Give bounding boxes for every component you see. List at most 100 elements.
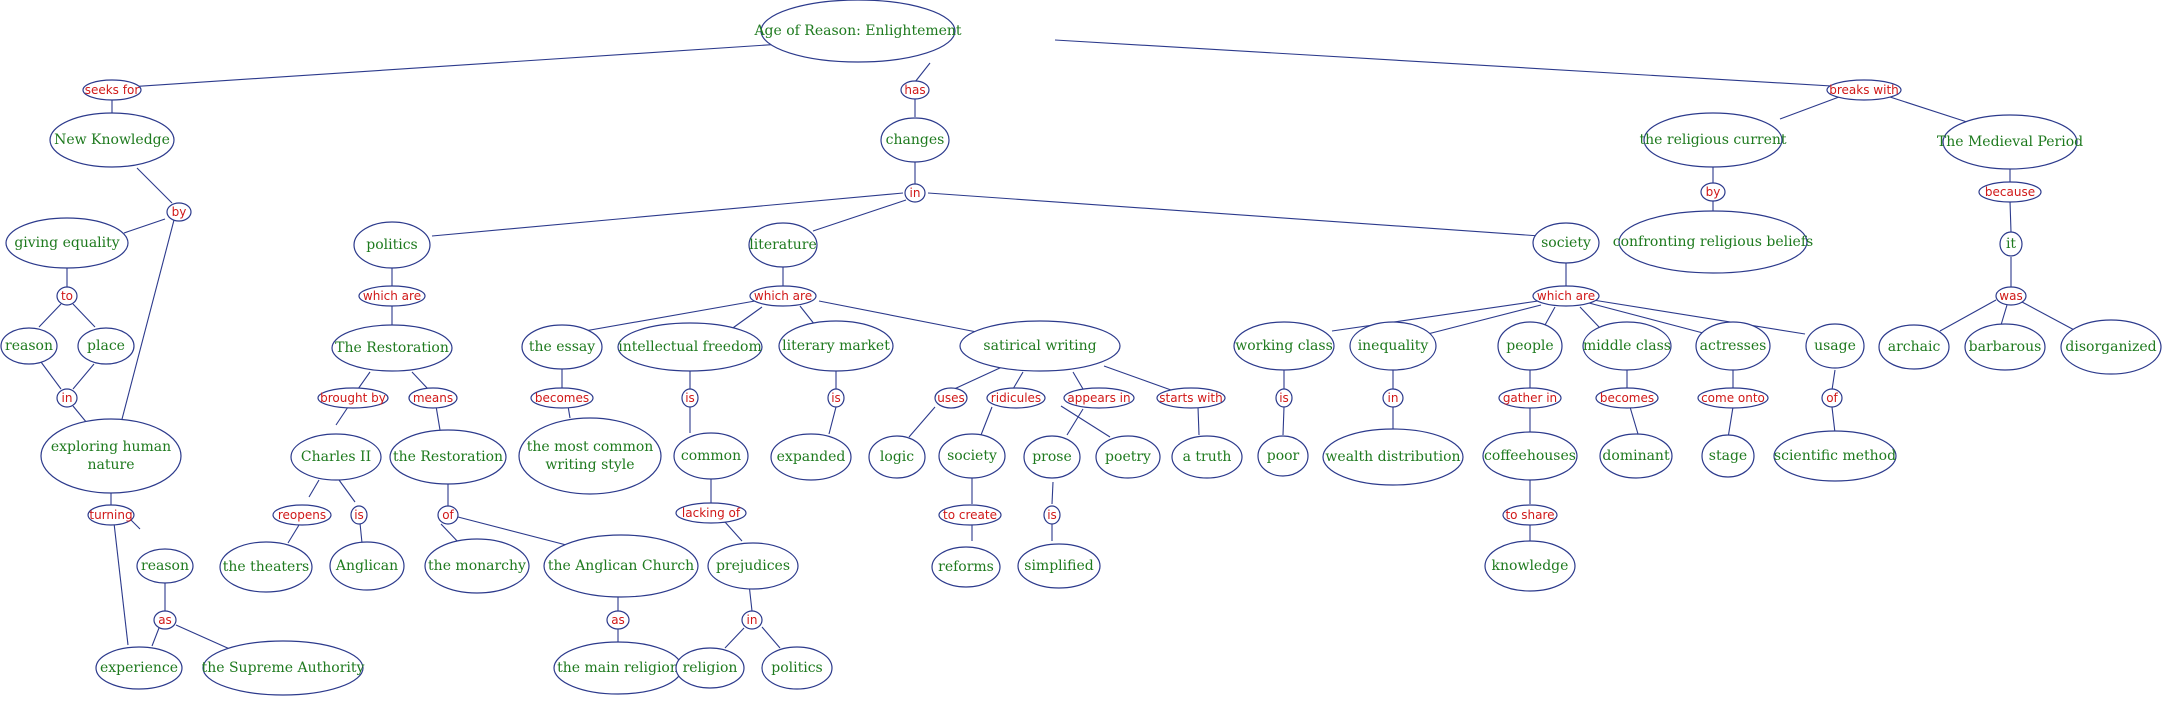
link-label-is-1: is <box>350 505 368 525</box>
edge <box>357 371 371 390</box>
concept-ellipse <box>219 541 313 593</box>
link-text: in <box>910 186 921 200</box>
link-ellipse <box>827 388 845 408</box>
concept-node-the-essay: the essay <box>521 324 603 370</box>
concept-ellipse <box>329 541 405 591</box>
link-text: because <box>1985 185 2035 199</box>
concept-text: actresses <box>1700 338 1767 354</box>
concept-text: prejudices <box>716 558 790 574</box>
link-label-to-create: to create <box>938 504 1002 526</box>
link-text: come onto <box>1701 391 1765 405</box>
concept-ellipse <box>95 646 183 690</box>
link-label-starts-with: starts with <box>1156 387 1226 409</box>
concept-text: satirical writing <box>983 338 1096 354</box>
concept-text: Charles II <box>301 449 371 465</box>
concept-text: writing style <box>545 457 634 473</box>
concept-text: barbarous <box>1969 339 2042 355</box>
concept-ellipse <box>770 433 852 481</box>
edge <box>435 405 441 431</box>
link-label-becomes-2: becomes <box>1595 387 1659 409</box>
link-label-is-4: is <box>1043 505 1061 525</box>
concept-node-common: common <box>673 432 749 480</box>
link-text: means <box>413 391 453 405</box>
concept-node-main-religion: the main religion <box>553 641 683 695</box>
concept-ellipse <box>617 322 763 372</box>
edge <box>111 38 859 89</box>
concept-node-the-monarchy: the monarchy <box>424 538 530 594</box>
concept-ellipse <box>1805 323 1865 369</box>
concept-ellipse <box>959 320 1121 372</box>
link-ellipse <box>1978 181 2042 203</box>
edge <box>136 167 173 204</box>
concept-ellipse <box>77 327 135 365</box>
link-label-has: has <box>900 80 930 100</box>
concept-node-supreme-authority: the Supreme Authority <box>202 640 365 696</box>
concept-ellipse <box>521 324 603 370</box>
concept-ellipse <box>673 432 749 480</box>
concept-text: usage <box>1814 338 1856 354</box>
edge <box>287 524 300 544</box>
link-ellipse <box>934 387 968 409</box>
link-text: seeks for <box>85 83 140 97</box>
concept-text: poetry <box>1105 449 1151 465</box>
link-label-appears-in: appears in <box>1063 387 1135 409</box>
link-ellipse <box>153 610 177 630</box>
concept-ellipse <box>868 435 926 479</box>
concept-node-simplified: simplified <box>1017 543 1101 589</box>
concept-text: common <box>681 448 741 464</box>
concept-node-anglican: Anglican <box>329 541 405 591</box>
concept-text: simplified <box>1024 558 1093 574</box>
concept-node-giving-equality: giving equality <box>5 217 129 269</box>
concept-text: the Restoration <box>393 449 503 465</box>
concept-node-politics-2: politics <box>761 646 833 690</box>
concept-text: changes <box>886 132 945 148</box>
link-text: as <box>158 613 172 627</box>
link-ellipse <box>358 285 426 307</box>
link-label-is-3: is <box>827 388 845 408</box>
concept-text: reason <box>5 338 53 354</box>
concept-text: reason <box>141 558 189 574</box>
concept-text: Anglican <box>335 558 398 574</box>
concept-node-politics: politics <box>353 221 431 269</box>
concept-node-barbarous: barbarous <box>1964 323 2046 371</box>
concept-node-society: society <box>1532 222 1600 264</box>
link-label-uses: uses <box>934 387 968 409</box>
link-label-by-2: by <box>1700 182 1726 202</box>
link-ellipse <box>1995 286 2027 306</box>
edge <box>1331 300 1539 332</box>
link-label-breaks-with: breaks with <box>1826 79 1902 101</box>
edge <box>1831 406 1836 434</box>
concept-node-experience: experience <box>95 646 183 690</box>
concept-node-disorganized: disorganized <box>2060 319 2162 375</box>
link-text: to <box>61 289 73 303</box>
link-text: is <box>831 391 841 405</box>
link-ellipse <box>317 387 389 409</box>
link-label-ridicules: ridicules <box>986 387 1046 409</box>
concept-text: knowledge <box>1492 558 1569 574</box>
link-text: gather in <box>1503 391 1557 405</box>
concept-ellipse <box>1482 431 1578 481</box>
link-text: becomes <box>1600 391 1654 405</box>
concept-ellipse <box>1233 321 1335 371</box>
edge <box>1939 299 1997 332</box>
edge <box>72 405 88 424</box>
concept-ellipse <box>0 327 58 365</box>
edge <box>1629 406 1639 435</box>
link-label-of-2: of <box>1821 388 1843 408</box>
concept-node-a-truth: a truth <box>1171 435 1243 479</box>
link-ellipse <box>82 79 142 101</box>
concept-text: place <box>87 338 125 354</box>
concept-node-literature: literature <box>748 222 818 268</box>
concept-ellipse <box>202 640 364 696</box>
edge <box>1066 408 1084 436</box>
concept-text: the Supreme Authority <box>202 660 365 676</box>
edge <box>561 300 756 336</box>
concept-ellipse <box>518 417 662 495</box>
link-ellipse <box>938 504 1002 526</box>
concept-node-poor: poor <box>1257 435 1309 477</box>
link-label-turning: turning <box>87 504 135 526</box>
concept-ellipse <box>931 546 1001 588</box>
link-ellipse <box>1498 387 1562 409</box>
link-ellipse <box>166 202 192 222</box>
link-text: is <box>1279 391 1289 405</box>
